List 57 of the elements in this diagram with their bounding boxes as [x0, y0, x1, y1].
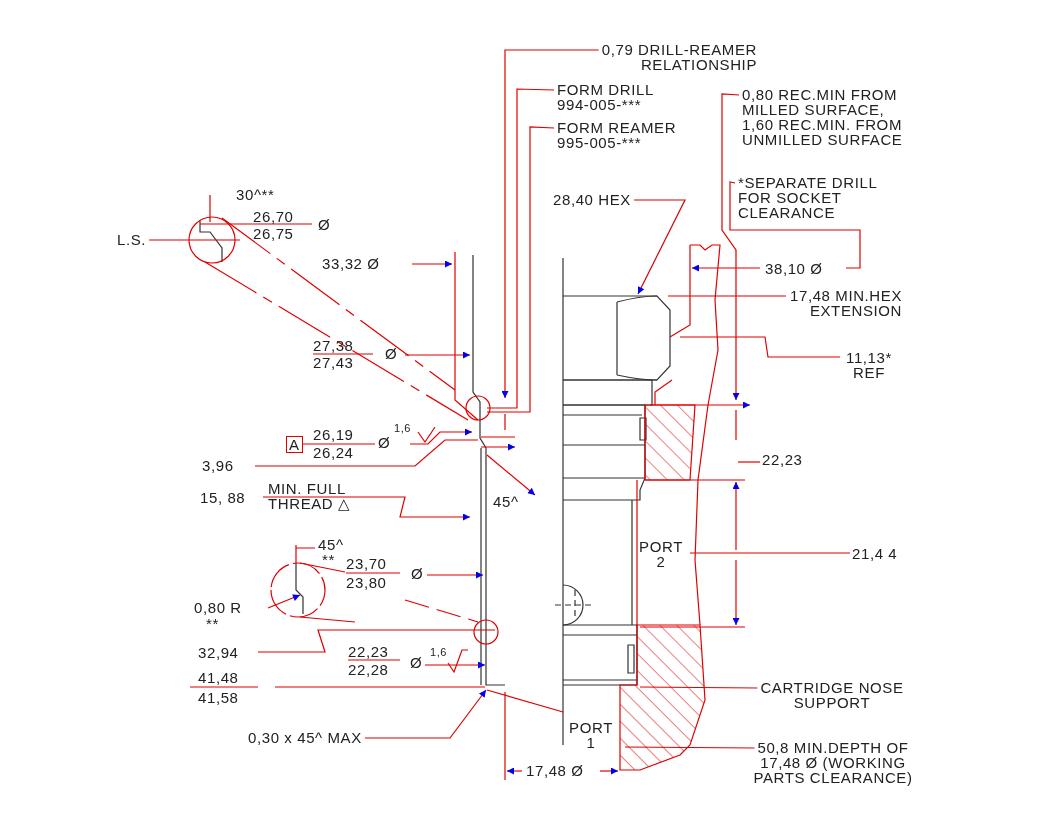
dimension-value: 41,58: [198, 690, 239, 705]
dimension-value: 3,96: [202, 458, 234, 473]
leader-line: [639, 686, 758, 689]
dimension-value: 38,10 Ø: [765, 261, 823, 276]
callout-note: FORM REAMER 995-005-***: [557, 120, 678, 150]
leader-line: [148, 239, 241, 241]
leader-line: [729, 181, 861, 269]
dimension-value: 15, 88: [200, 490, 246, 505]
dimension-value: 33,32 Ø: [322, 256, 380, 271]
callout-note: 28,40 HEX: [553, 192, 631, 207]
dimension-value: 27,43: [313, 355, 354, 370]
callout-note: 0,30 x 45^ MAX: [248, 730, 362, 745]
dimension-note: 11,13* REF: [845, 350, 893, 380]
dimension-value: 21,4 4: [852, 546, 898, 561]
dimension-value: 26,19: [313, 427, 354, 442]
callout-note: *SEPARATE DRILL FOR SOCKET CLEARANCE: [738, 175, 878, 220]
diameter-symbol: Ø: [385, 346, 398, 361]
diameter-symbol: Ø: [411, 566, 424, 581]
dimension-value: 22,23: [762, 452, 803, 467]
angle-value: 30^**: [236, 187, 275, 202]
dimension-value: 27,38: [313, 338, 354, 353]
dimension-value: 17,48 Ø: [526, 763, 584, 778]
dimension-value: 23,80: [346, 575, 387, 590]
leader-line: [364, 689, 487, 739]
note-mark: **: [322, 552, 335, 567]
leader-line: [721, 93, 740, 401]
callout-note: 50,8 MIN.DEPTH OF 17,48 Ø (WORKING PARTS CLEARANCE): [752, 740, 914, 785]
surface-roughness-value: 1,6: [430, 647, 448, 658]
leader-line: [633, 199, 686, 295]
radius-value: 0,80 R: [194, 600, 242, 615]
dimension-value: 26,75: [253, 226, 294, 241]
note-text: MIN. FULL THREAD △: [268, 481, 352, 511]
dimension-value: 23,70: [346, 556, 387, 571]
callout-note: FORM DRILL 994-005-***: [557, 82, 655, 112]
dimension-value: 32,94: [198, 645, 239, 660]
diameter-symbol: Ø: [410, 655, 423, 670]
callout-note: L.S.: [117, 232, 147, 247]
dimension-value: 26,70: [253, 209, 294, 224]
datum-label: A: [286, 436, 303, 453]
leader-line: [624, 746, 756, 749]
diameter-symbol: Ø: [378, 435, 391, 450]
dimension-value: 22,23: [348, 644, 389, 659]
angle-value: 45^: [493, 494, 519, 509]
port-label: PORT 2: [638, 539, 684, 569]
dimension-note: 17,48 MIN.HEX EXTENSION: [790, 288, 902, 318]
leader-line: [501, 49, 600, 399]
dimension-value: 41,48: [198, 670, 239, 685]
angle-value: 45^: [318, 537, 344, 552]
dimension-value: 22,28: [348, 662, 389, 677]
port-label: PORT 1: [568, 720, 614, 750]
diameter-symbol: Ø: [318, 217, 331, 232]
note-mark: **: [206, 616, 219, 631]
callout-note: 0,79 DRILL-REAMER RELATIONSHIP: [600, 42, 757, 72]
callout-note: 0,80 REC.MIN FROM MILLED SURFACE, 1,60 REC.MIN. FROM UNMILLED SURFACE: [742, 87, 904, 147]
dimension-value: 26,24: [313, 445, 354, 460]
callout-note: CARTRIDGE NOSE SUPPORT: [759, 680, 905, 710]
surface-roughness-value: 1,6: [394, 423, 412, 434]
